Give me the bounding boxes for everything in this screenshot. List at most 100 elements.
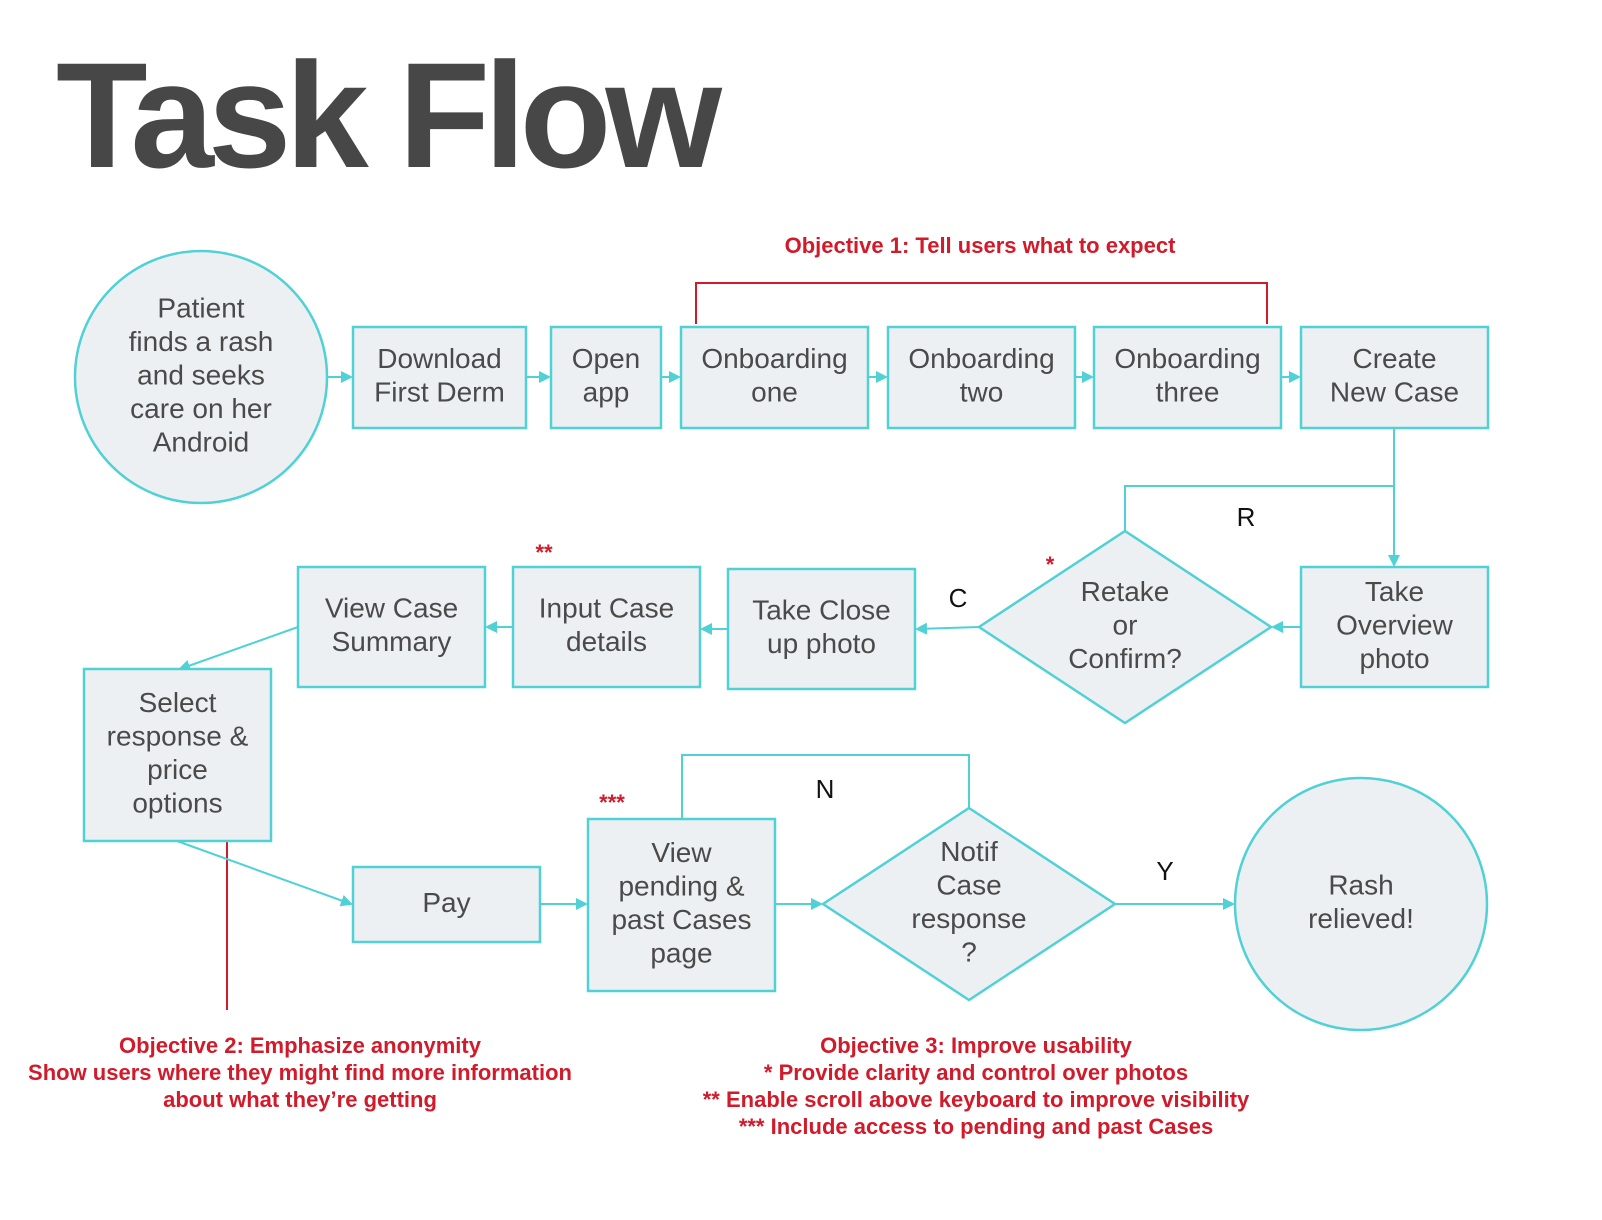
node-label-line: Patient	[157, 292, 244, 323]
node-label-line: ?	[961, 937, 977, 968]
objective-marker-two: **	[535, 540, 553, 565]
objective1-note: Objective 1: Tell users what to expect	[785, 233, 1177, 258]
node-box	[82, 667, 273, 843]
edge-notif-no-loop	[681, 754, 970, 819]
node-label-line: app	[583, 377, 630, 408]
node-label-line: response &	[107, 721, 249, 752]
edge-label-yes: Y	[1156, 856, 1173, 886]
objective-marker-one: *	[1046, 552, 1055, 577]
objective3-note-line: Objective 3: Improve usability	[820, 1033, 1133, 1058]
node-label-line: page	[650, 938, 712, 969]
node-circle	[1233, 776, 1489, 1032]
node-label-line: Onboarding	[1114, 343, 1260, 374]
node-label-line: Rash	[1328, 870, 1393, 901]
node-box	[351, 325, 528, 430]
node-label-line: Notif	[940, 836, 998, 867]
node-label-line: finds a rash	[129, 326, 274, 357]
node-label-line: First Derm	[374, 377, 505, 408]
edge-label-retake: R	[1237, 502, 1256, 532]
node-diamond	[976, 529, 1274, 725]
node-label-line: Confirm?	[1068, 643, 1182, 674]
edge-summary-select	[178, 626, 299, 672]
node-box	[511, 565, 702, 689]
node-label-line: Open	[572, 343, 641, 374]
node-label-line: Pay	[422, 887, 470, 918]
node-circle	[73, 249, 329, 505]
node-label-line: or	[1113, 609, 1138, 640]
node-label-line: three	[1156, 377, 1220, 408]
objective3-note-line: *** Include access to pending and past C…	[739, 1114, 1213, 1139]
node-label-line: photo	[1359, 643, 1429, 674]
edge-confirm-closeup	[915, 622, 980, 635]
node-box	[549, 325, 663, 430]
node-label-line: Case	[936, 870, 1001, 901]
node-label-line: Android	[153, 426, 250, 457]
node-label-line: Take	[1365, 576, 1424, 607]
node-box	[726, 567, 917, 691]
node-label-line: Take Close	[752, 595, 891, 626]
node-label-line: View	[651, 837, 712, 868]
node-pay: Pay	[351, 865, 542, 944]
node-label-line: Summary	[332, 626, 452, 657]
objective3-note: Objective 3: Improve usability* Provide …	[703, 1033, 1250, 1139]
node-label-line: Overview	[1336, 609, 1453, 640]
node-label-line: one	[751, 377, 798, 408]
objective3-note-line: * Provide clarity and control over photo…	[764, 1060, 1188, 1085]
node-label-line: two	[960, 377, 1004, 408]
node-label-line: Select	[139, 687, 217, 718]
node-label-line: and seeks	[137, 359, 265, 390]
node-label-line: pending &	[618, 871, 744, 902]
edge-retake-loop	[1124, 485, 1394, 531]
node-box	[886, 325, 1077, 430]
node-label-line: up photo	[767, 628, 876, 659]
node-box	[1299, 325, 1490, 430]
node-box	[296, 565, 487, 689]
node-label-line: details	[566, 626, 647, 657]
node-label-line: price	[147, 754, 208, 785]
edge-select-pay	[176, 840, 353, 907]
page-title: Task Flow	[56, 31, 722, 199]
node-label-line: Onboarding	[701, 343, 847, 374]
node-label-line: New Case	[1330, 377, 1459, 408]
objective2-note-line: Objective 2: Emphasize anonymity	[119, 1033, 482, 1058]
node-box	[679, 325, 870, 430]
node-label-line: past Cases	[611, 904, 751, 935]
node-diamond	[820, 806, 1118, 1002]
node-label-line: relieved!	[1308, 903, 1414, 934]
node-box	[586, 817, 777, 993]
objective2-note-line: Show users where they might find more in…	[28, 1060, 572, 1085]
objective1-bracket	[695, 282, 1268, 324]
node-label-line: Onboarding	[908, 343, 1054, 374]
objective-marker-three: ***	[599, 790, 625, 815]
node-label-line: Retake	[1081, 576, 1170, 607]
node-label-line: Input Case	[539, 593, 674, 624]
edge-label-confirm: C	[949, 583, 968, 613]
node-box	[351, 865, 542, 944]
node-label-line: options	[132, 788, 222, 819]
node-label-line: Create	[1352, 343, 1436, 374]
node-label-line: response	[911, 903, 1026, 934]
objective2-note-line: about what they’re getting	[163, 1087, 437, 1112]
edge-label-no: N	[816, 774, 835, 804]
node-box	[1092, 325, 1283, 430]
objective3-note-line: ** Enable scroll above keyboard to impro…	[703, 1087, 1250, 1112]
objective1-note-line: Objective 1: Tell users what to expect	[785, 233, 1177, 258]
